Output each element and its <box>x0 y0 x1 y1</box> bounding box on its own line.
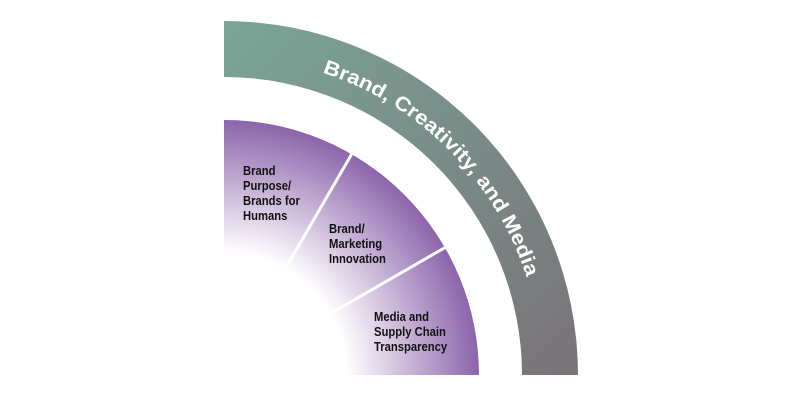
segment-divider <box>284 152 354 270</box>
label-line: Innovation <box>329 252 386 266</box>
segment-label-brand-purpose: Brand Purpose/ Brands for Humans <box>243 164 300 224</box>
label-line: Purpose/ <box>243 179 292 193</box>
label-line: Brand/ <box>329 222 365 236</box>
outer-ring-band <box>224 21 578 375</box>
label-line: Brands for <box>243 194 300 208</box>
label-line: Transparency <box>374 340 448 354</box>
label-line: Media and <box>374 310 430 324</box>
segment-label-media-supply-chain: Media and Supply Chain Transparency <box>374 310 447 355</box>
label-line: Marketing <box>329 237 383 251</box>
label-line: Brand <box>243 164 276 178</box>
segment-divider <box>329 245 447 315</box>
segment-label-marketing-innovation: Brand/ Marketing Innovation <box>329 222 386 267</box>
label-line: Supply Chain <box>374 325 446 339</box>
label-line: Humans <box>243 209 288 223</box>
inner-segments-band <box>224 120 479 375</box>
